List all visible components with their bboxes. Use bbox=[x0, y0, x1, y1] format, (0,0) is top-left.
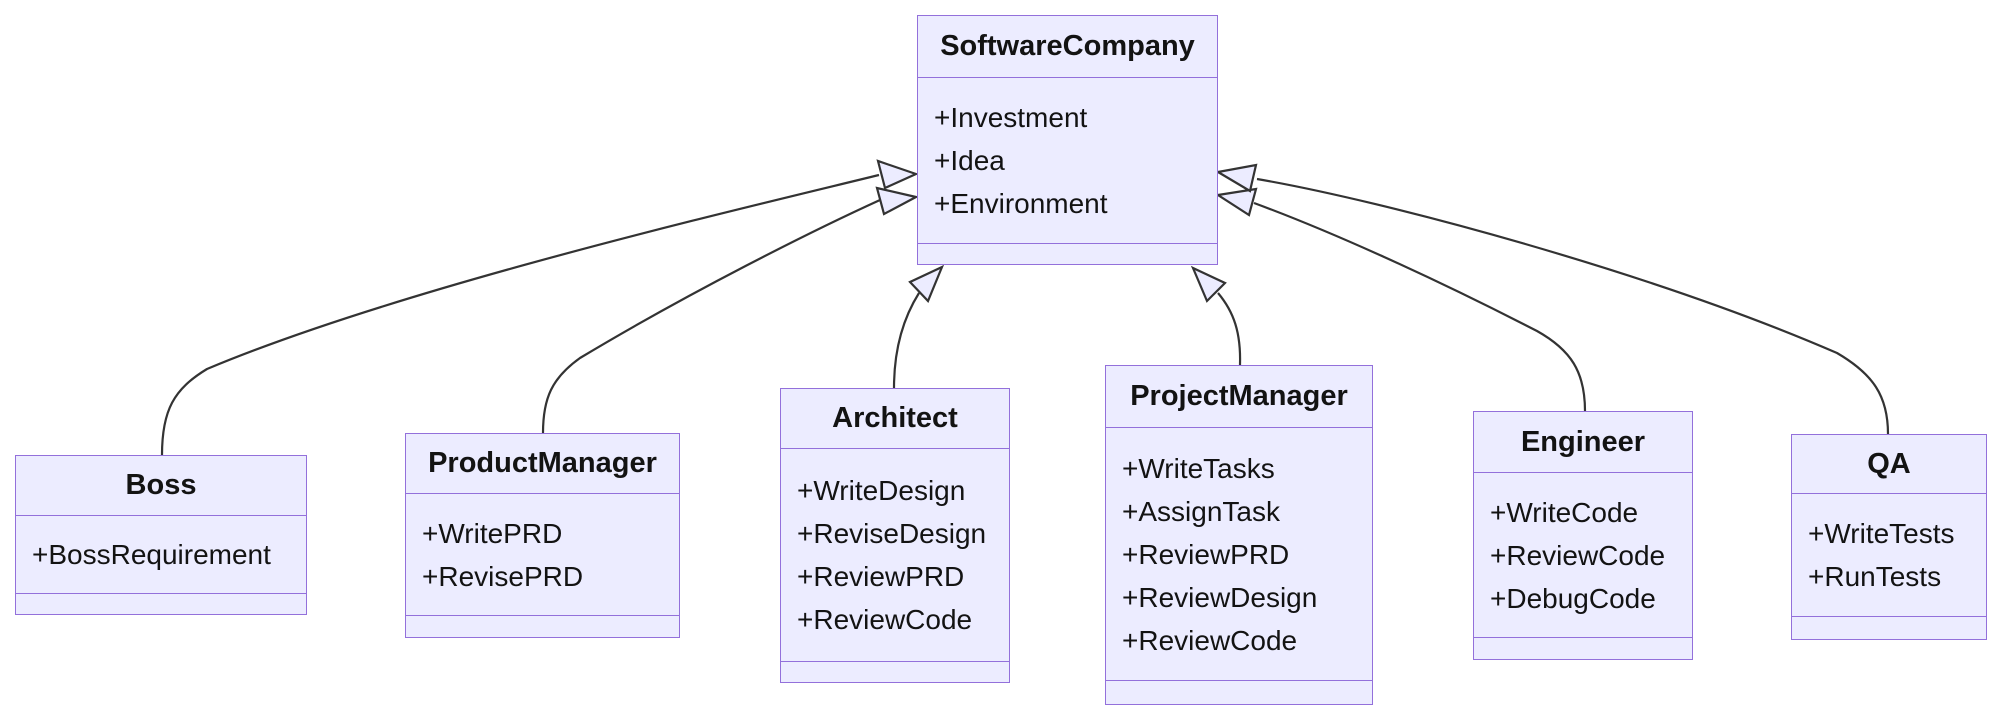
edge-architect-to-softwarecompany bbox=[892, 292, 920, 389]
class-attribute: +ReviewPRD bbox=[1122, 538, 1290, 570]
class-attribute: +ReviewCode bbox=[1122, 624, 1298, 656]
class-title-engineer: Engineer bbox=[1474, 412, 1692, 473]
class-attributes-qa: +WriteTests +RunTests bbox=[1792, 494, 1986, 617]
class-attribute: +ReviseDesign bbox=[797, 518, 987, 549]
class-methods-engineer bbox=[1474, 638, 1692, 659]
inheritance-arrowhead-boss bbox=[876, 159, 919, 190]
class-attribute: +Investment bbox=[934, 102, 1088, 133]
edge-qa-to-softwarecompany bbox=[1256, 177, 1890, 435]
class-attributes-softwarecompany: +Investment +Idea +Environment bbox=[918, 78, 1217, 244]
inheritance-arrowhead-architect bbox=[908, 264, 945, 303]
class-title-qa: QA bbox=[1792, 435, 1986, 494]
class-attribute: +WriteCode bbox=[1490, 496, 1639, 528]
class-methods-architect bbox=[781, 662, 1009, 682]
class-engineer: Engineer +WriteCode +ReviewCode +DebugCode bbox=[1473, 411, 1693, 660]
edge-engineer-to-softwarecompany bbox=[1253, 201, 1587, 412]
inheritance-arrowhead-productmanager bbox=[875, 186, 920, 216]
class-attribute: +RevisePRD bbox=[422, 560, 584, 592]
class-methods-softwarecompany bbox=[918, 244, 1217, 264]
class-attribute: +ReviewCode bbox=[797, 604, 973, 635]
class-title-softwarecompany: SoftwareCompany bbox=[918, 16, 1217, 78]
class-attribute: +RunTests bbox=[1808, 561, 1942, 592]
class-attribute: +AssignTask bbox=[1122, 495, 1280, 527]
class-architect: Architect +WriteDesign +ReviseDesign +Revi… bbox=[780, 388, 1010, 683]
class-title-architect: Architect bbox=[781, 389, 1009, 449]
class-attribute: +WriteTasks bbox=[1122, 452, 1275, 484]
inheritance-arrowhead-projectmanager bbox=[1190, 265, 1227, 303]
class-attribute: +Environment bbox=[934, 188, 1108, 219]
class-qa: QA +WriteTests +RunTests bbox=[1791, 434, 1987, 640]
class-softwarecompany: SoftwareCompany +Investment +Idea +Environ… bbox=[917, 15, 1218, 265]
class-title-productmanager: ProductManager bbox=[406, 434, 679, 494]
class-attributes-architect: +WriteDesign +ReviseDesign +ReviewPRD +Revi… bbox=[781, 449, 1009, 662]
class-attributes-projectmanager: +WriteTasks +AssignTask +ReviewPRD +ReviewD… bbox=[1106, 428, 1372, 681]
class-attributes-boss: +BossRequirement bbox=[16, 516, 306, 594]
class-methods-qa bbox=[1792, 617, 1986, 639]
class-attributes-engineer: +WriteCode +ReviewCode +DebugCode bbox=[1474, 473, 1692, 638]
class-attribute: +WritePRD bbox=[422, 517, 563, 549]
class-attribute: +Idea bbox=[934, 145, 1005, 176]
edge-productmanager-to-softwarecompany bbox=[541, 198, 881, 434]
class-attribute: +ReviewCode bbox=[1490, 539, 1666, 571]
class-attribute: +WriteTests bbox=[1808, 518, 1955, 549]
class-attribute: +DebugCode bbox=[1490, 582, 1656, 614]
class-title-projectmanager: ProjectManager bbox=[1106, 366, 1372, 428]
class-attributes-productmanager: +WritePRD +RevisePRD bbox=[406, 494, 679, 616]
inheritance-arrowhead-qa bbox=[1214, 163, 1258, 193]
class-attribute: +BossRequirement bbox=[32, 539, 271, 570]
class-projectmanager: ProjectManager +WriteTasks +AssignTask +Re… bbox=[1105, 365, 1373, 705]
class-productmanager: ProductManager +WritePRD +RevisePRD bbox=[405, 433, 680, 638]
edge-boss-to-softwarecompany bbox=[160, 173, 880, 456]
class-methods-boss bbox=[16, 594, 306, 614]
inheritance-arrowhead-engineer bbox=[1214, 187, 1258, 217]
class-boss: Boss +BossRequirement bbox=[15, 455, 307, 615]
class-attribute: +WriteDesign bbox=[797, 475, 966, 506]
class-methods-projectmanager bbox=[1106, 681, 1372, 704]
edge-projectmanager-to-softwarecompany bbox=[1217, 292, 1242, 366]
class-attribute: +ReviewDesign bbox=[1122, 581, 1318, 613]
class-title-boss: Boss bbox=[16, 456, 306, 516]
class-methods-productmanager bbox=[406, 616, 679, 637]
class-attribute: +ReviewPRD bbox=[797, 561, 965, 592]
